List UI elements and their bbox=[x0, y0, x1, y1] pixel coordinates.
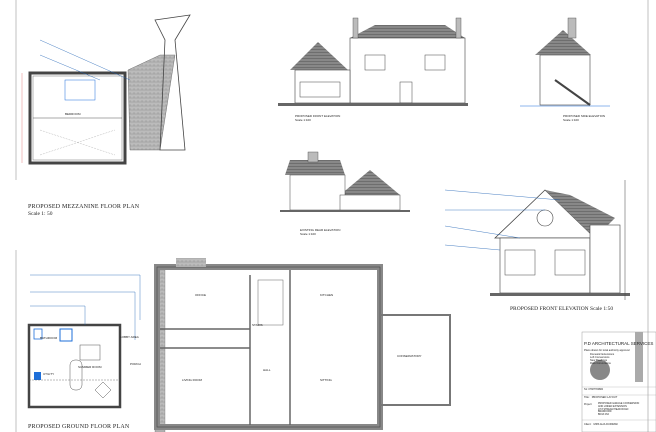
service-item: New Dwellings bbox=[590, 359, 608, 362]
proposed-front-elevation-large bbox=[444, 180, 630, 300]
service-item: Loft Conversions bbox=[590, 356, 610, 359]
room-label: KITCHEN bbox=[320, 293, 334, 297]
title-row: Title: PROPOSED LAYOUT bbox=[584, 396, 617, 399]
title-value: PROPOSED LAYOUT bbox=[591, 396, 618, 399]
room-label: CONSERVATORY bbox=[397, 354, 422, 358]
side-elevation-scale: Scale 1:100 bbox=[563, 118, 579, 122]
ground-floor-annexe-plan bbox=[27, 264, 166, 432]
title-text: PROPOSED FRONT ELEVATION bbox=[510, 306, 589, 312]
mezzanine-plan-scale: Scale 1: 50 bbox=[28, 211, 53, 217]
room-label: BEDROOM bbox=[65, 112, 81, 116]
room-label: HALL bbox=[263, 368, 271, 372]
front-elevation-scale: Scale 1:100 bbox=[295, 118, 311, 122]
room-label: LOBBY AREA bbox=[120, 335, 139, 339]
services-list: Domestic Extensions Loft Conversions New… bbox=[590, 353, 614, 365]
project-line: BD13 2NJ bbox=[598, 413, 609, 417]
mezzanine-floor-plan bbox=[21, 14, 191, 165]
client-value: MRS ALIA DURRANI bbox=[593, 423, 618, 426]
room-label: OFFICE bbox=[195, 293, 206, 297]
rear-elevation-title: EXISTING REAR ELEVATION bbox=[300, 228, 341, 232]
room-label: UTILITY bbox=[43, 372, 55, 376]
scale-text: Scale 1:50 bbox=[590, 306, 614, 312]
project-line: AT 8 STREAM HEAD ROAD bbox=[598, 407, 629, 411]
rear-elevation-scale: Scale 1:100 bbox=[300, 232, 316, 236]
service-item: Domestic Extensions bbox=[590, 353, 615, 356]
project-label: Project: bbox=[584, 403, 593, 406]
existing-rear-elevation bbox=[280, 151, 410, 212]
room-label: SITTING bbox=[320, 378, 332, 382]
title-block-frame bbox=[581, 331, 656, 432]
proposed-front-elevation bbox=[278, 17, 468, 106]
room-label: SUMMER ROOM bbox=[78, 365, 102, 369]
front-elevation-large-title: PROPOSED FRONT ELEVATION Scale 1:50 bbox=[510, 306, 613, 312]
client-label: Client: bbox=[584, 423, 592, 426]
mezzanine-plan-title: PROPOSED MEZZANINE FLOOR PLAN bbox=[28, 204, 140, 210]
services-heading: Plans drawn for local authority approval bbox=[584, 349, 630, 352]
project-line: BRADFORD bbox=[598, 410, 612, 414]
room-label: STAIRS bbox=[252, 323, 263, 327]
proposed-side-elevation bbox=[520, 17, 610, 107]
title-label: Title: bbox=[584, 396, 590, 399]
service-item: Flats Conversions bbox=[590, 362, 611, 365]
client-row: Client: MRS ALIA DURRANI bbox=[584, 423, 618, 426]
project-line: PROPOSED GARAGE CONVERSION bbox=[598, 402, 640, 405]
telephone: Tel: 07387784884 bbox=[584, 388, 604, 391]
company-name: P.D ARCHITECTURAL SERVICES bbox=[584, 341, 654, 346]
ground-floor-plan-title: PROPOSED GROUND FLOOR PLAN bbox=[28, 424, 130, 430]
room-label: PORCH bbox=[130, 362, 141, 366]
main-house-floor-plan bbox=[154, 258, 451, 430]
front-elevation-title: PROPOSED FRONT ELEVATION bbox=[295, 114, 341, 118]
project-line: AND LINKED EXTENSION bbox=[598, 404, 627, 408]
project-address: PROPOSED GARAGE CONVERSION AND LINKED EX… bbox=[598, 402, 640, 417]
room-label: LIVING ROOM bbox=[182, 378, 203, 382]
room-label: BATHROOM bbox=[40, 336, 58, 340]
side-elevation-title: PROPOSED SIDE ELEVATION bbox=[563, 114, 606, 118]
